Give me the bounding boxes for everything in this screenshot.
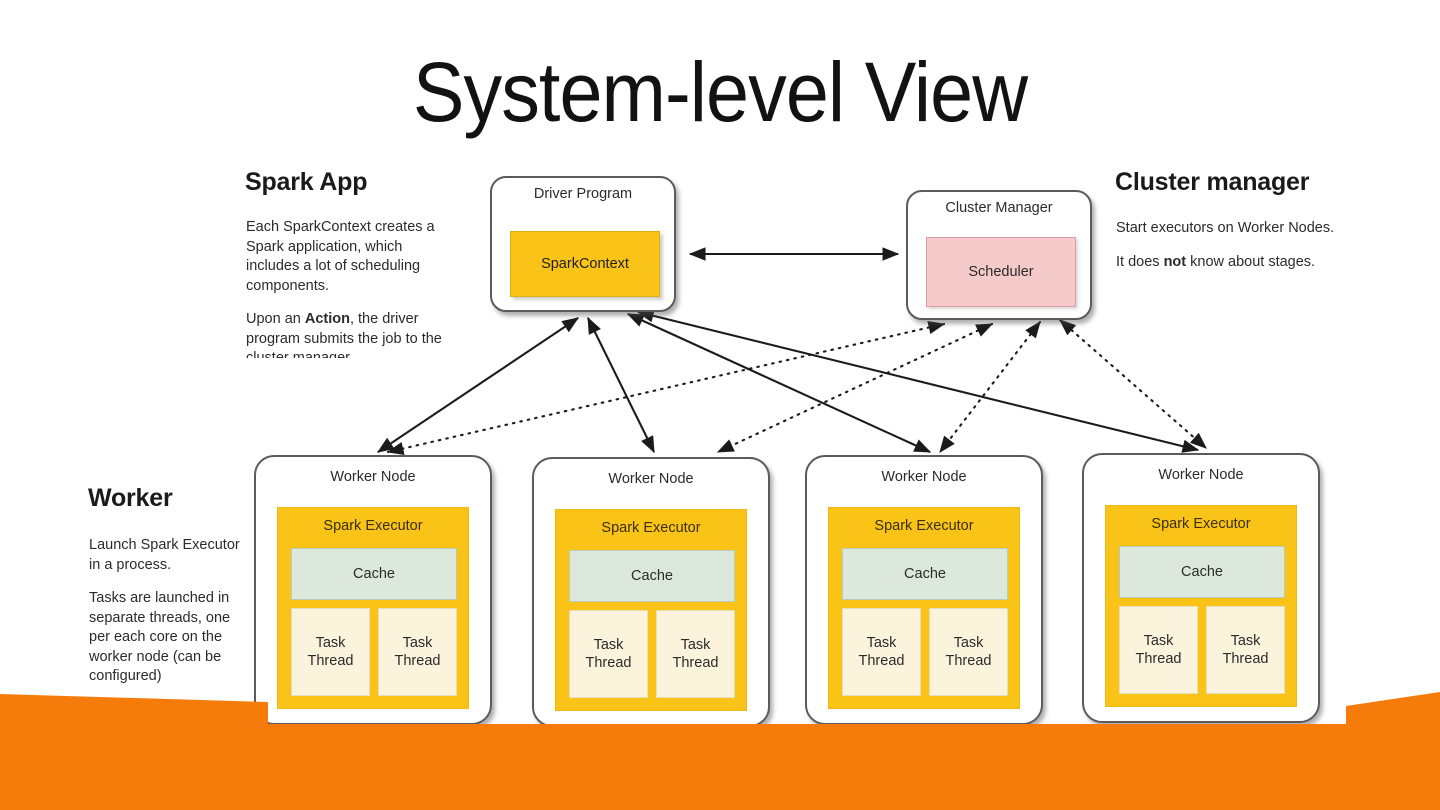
section-heading-worker: Worker [88, 484, 173, 512]
task-thread-line2: Thread [945, 653, 992, 669]
section-heading-spark-app: Spark App [245, 168, 368, 196]
driver-program-title: Driver Program [533, 186, 633, 202]
task-thread-line1: Task [1143, 632, 1174, 649]
arrow-cluster-worker-0 [386, 320, 946, 456]
cache-box[interactable]: Cache [842, 548, 1008, 600]
task-thread-line2: Thread [858, 653, 905, 669]
worker-node-title: Worker Node [1158, 467, 1244, 483]
task-thread-line1: Task [315, 634, 346, 651]
task-thread-line1: Task [593, 636, 624, 653]
task-thread-line1: Task [402, 634, 433, 651]
cache-box[interactable]: Cache [569, 550, 735, 602]
cache-box[interactable]: Cache [1119, 546, 1285, 598]
spark-executor-label: Spark Executor [323, 518, 423, 534]
cluster-paragraph-1: Start executors on Worker Nodes. [1116, 220, 1335, 236]
spark-executor-label: Spark Executor [874, 518, 974, 534]
task-thread-line1: Task [866, 634, 897, 651]
arrow-driver-worker-1 [587, 316, 655, 454]
worker-node-title: Worker Node [881, 469, 967, 485]
spark-executor-label: Spark Executor [1151, 516, 1251, 532]
spark-app-paragraph-1: Each SparkContext creates a Spark applic… [246, 219, 435, 294]
sparkcontext-box[interactable]: SparkContext [510, 231, 660, 297]
task-thread-line2: Thread [307, 653, 354, 669]
driver-program-box[interactable]: Driver Program SparkContext [490, 176, 676, 312]
task-thread-line2: Thread [394, 653, 441, 669]
section-body-cluster-manager: Start executors on Worker Nodes. It does… [1116, 219, 1366, 272]
arrow-driver-worker-2 [626, 313, 932, 453]
arrow-cluster-worker-2 [938, 320, 1042, 454]
worker-node-title: Worker Node [608, 471, 694, 487]
task-thread-line1: Task [953, 634, 984, 651]
task-thread-line1: Task [1230, 632, 1261, 649]
spark-executor-label: Spark Executor [601, 520, 701, 536]
worker-paragraph-1: Launch Spark Executor in a process. [89, 537, 240, 573]
arrow-cluster-worker-3 [1058, 318, 1208, 450]
task-thread-line1: Task [680, 636, 711, 653]
cache-box[interactable]: Cache [291, 548, 457, 600]
task-thread-line2: Thread [585, 655, 632, 671]
worker-node-title: Worker Node [330, 469, 416, 485]
cluster-manager-title: Cluster Manager [945, 200, 1053, 216]
section-body-worker: Launch Spark Executor in a process. Task… [89, 536, 249, 687]
arrow-driver-worker-3 [636, 309, 1200, 453]
task-thread-line2: Thread [1135, 651, 1182, 667]
task-thread-line2: Thread [672, 655, 719, 671]
section-body-spark-app: Each SparkContext creates a Spark applic… [246, 218, 458, 358]
spark-app-paragraph-2: Upon an Action, the driver program submi… [246, 311, 442, 358]
task-thread-line2: Thread [1222, 651, 1269, 667]
arrow-cluster-worker-1 [716, 322, 994, 454]
page-title: System-level View [412, 45, 1028, 139]
section-heading-cluster-manager: Cluster manager [1115, 168, 1310, 196]
worker-paragraph-2: Tasks are launched in separate threads, … [89, 590, 231, 685]
cluster-paragraph-2: It does not know about stages. [1116, 253, 1316, 270]
cluster-manager-box[interactable]: Cluster Manager Scheduler [906, 190, 1092, 320]
scheduler-box[interactable]: Scheduler [926, 237, 1076, 307]
